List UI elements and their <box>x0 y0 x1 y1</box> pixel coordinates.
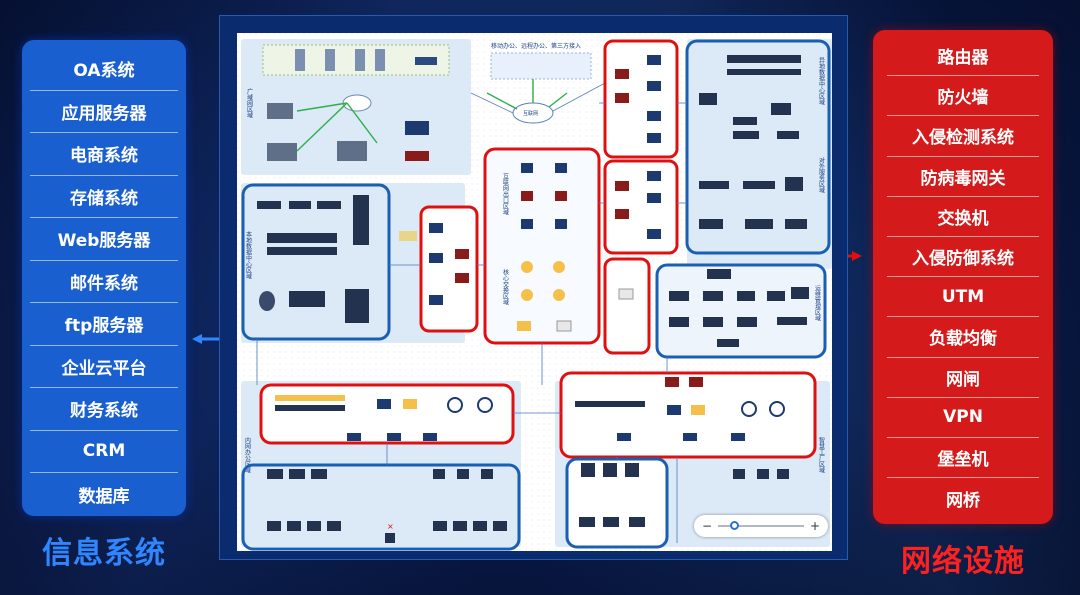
info-item-crm: CRM <box>30 431 178 473</box>
network-facilities-title: 网络设施 <box>901 544 1025 579</box>
intranet-x-mark: × <box>387 522 394 531</box>
zone-remote-bg <box>687 39 832 269</box>
label-wan: 广域网区域 <box>246 87 253 118</box>
zoom-out-button[interactable]: − <box>702 519 713 533</box>
building-icons <box>295 49 385 71</box>
wan-lightning <box>296 102 378 152</box>
info-item-ecommerce: 电商系统 <box>30 133 178 176</box>
topology-svg: 海外 广域网区域 移动办公、远程办公、第三方接入 互联网 本地数据中心区域 <box>237 33 832 551</box>
intranet-access-switches <box>347 433 437 441</box>
wan-firewall-b <box>405 151 429 161</box>
info-item-app-server: 应用服务器 <box>30 91 178 133</box>
wan-firewall-a <box>405 121 429 135</box>
info-item-database: 数据库 <box>78 486 130 507</box>
label-intranet: 内网办公区域 <box>244 436 251 473</box>
label-cloud: 互联网 <box>523 110 538 117</box>
zoom-control[interactable]: − + <box>694 515 828 537</box>
info-item-web-server: Web服务器 <box>30 218 178 261</box>
left-arrowhead <box>192 334 202 344</box>
red-small <box>603 257 651 355</box>
intranet-endpoints <box>267 469 507 543</box>
net-item-vpn: VPN <box>887 398 1039 438</box>
zone-intranet <box>241 463 521 551</box>
factory-devices <box>575 377 785 441</box>
info-systems-panel: OA系统 应用服务器 电商系统 存储系统 Web服务器 邮件系统 ftp服务器 … <box>22 40 186 516</box>
net-item-bridge: 网桥 <box>946 490 980 511</box>
local-dc-fw <box>399 231 417 241</box>
network-topology-diagram[interactable]: 海外 广域网区域 移动办公、远程办公、第三方接入 互联网 本地数据中心区域 <box>237 33 832 551</box>
net-item-ids: 入侵检测系统 <box>887 116 1039 157</box>
label-ops: 运维管理区域 <box>814 284 821 321</box>
right-arrowhead <box>852 251 862 261</box>
red-mid-right <box>603 159 679 255</box>
info-item-finance: 财务系统 <box>30 388 178 431</box>
net-item-ips: 入侵防御系统 <box>887 237 1039 278</box>
net-item-router: 路由器 <box>887 36 1039 77</box>
label-internet-exit: 互联网出口区域 <box>502 173 509 215</box>
label-core-switch: 核心交换区域 <box>502 268 509 305</box>
info-item-oa: OA系统 <box>30 48 178 91</box>
factory-icons <box>267 103 367 161</box>
remote-dc-devices <box>699 55 807 229</box>
factory-office-devices <box>733 469 789 479</box>
core-switches <box>521 261 565 301</box>
label-remote-dc: 异地数据中心区域 <box>818 57 825 105</box>
net-item-firewall: 防火墙 <box>887 76 1039 117</box>
zone-ops <box>655 263 827 359</box>
ops-devices <box>669 269 809 347</box>
exit-devices <box>521 163 567 229</box>
network-facilities-panel: 路由器 防火墙 入侵检测系统 防病毒网关 交换机 入侵防御系统 UTM 负载均衡… <box>873 30 1053 524</box>
top-note: 移动办公、远程办公、第三方接入 <box>491 42 581 50</box>
info-item-storage: 存储系统 <box>30 176 178 218</box>
top-lightning <box>486 79 568 110</box>
zoom-slider[interactable] <box>718 521 804 530</box>
net-item-gatekeeper: 网闸 <box>887 358 1039 398</box>
wan-router <box>415 57 437 65</box>
info-item-cloud-platform: 企业云平台 <box>30 346 178 388</box>
remote-users <box>490 52 592 80</box>
label-external-service: 对外服务区域 <box>818 156 825 193</box>
zone-remote-dc <box>685 39 831 255</box>
zoom-in-button[interactable]: + <box>809 519 820 533</box>
info-item-ftp: ftp服务器 <box>30 303 178 346</box>
label-local-dc: 本地数据中心区域 <box>245 230 252 279</box>
factory-prod-devices <box>579 463 645 527</box>
local-dc-servers <box>257 195 369 323</box>
zoom-slider-knob[interactable] <box>730 521 740 530</box>
net-item-load-balancer: 负载均衡 <box>887 317 1039 358</box>
net-item-bastion: 堡垒机 <box>887 438 1039 479</box>
core-fw <box>517 321 531 331</box>
left-cluster-devices <box>429 223 469 305</box>
db-icon <box>259 291 275 311</box>
connection-lines <box>256 102 687 543</box>
core-fw-b <box>556 320 572 332</box>
label-factory: 智慧工厂区域 <box>818 436 825 473</box>
info-item-mail: 邮件系统 <box>30 261 178 303</box>
net-item-utm: UTM <box>887 277 1039 318</box>
intranet-devices <box>275 395 493 413</box>
zone-local-dc <box>241 183 391 341</box>
net-item-av-gateway: 防病毒网关 <box>887 157 1039 197</box>
info-systems-title: 信息系统 <box>42 536 166 571</box>
net-item-switch: 交换机 <box>887 197 1039 237</box>
